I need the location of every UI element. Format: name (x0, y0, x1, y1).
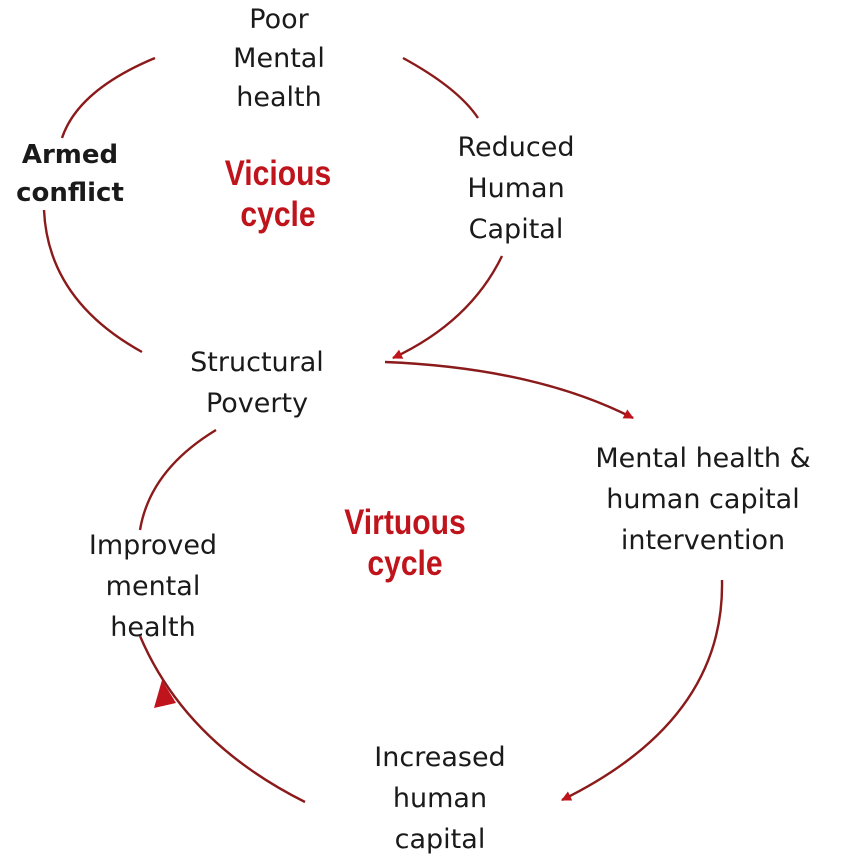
node-structural-poverty: Structural Poverty (190, 347, 324, 419)
arc-mental-health-to-human-capital (402, 56, 479, 119)
node-armed-conflict: Armed conflict (16, 140, 124, 208)
arc-conflict-to-mental-health (60, 56, 156, 139)
node-improved-mental-health: Improved mental health (88, 530, 218, 643)
arc-conflict-to-poverty (42, 209, 143, 354)
arc-mental-health-to-poverty (138, 428, 217, 531)
node-intervention: Mental health & human capital interventi… (595, 443, 811, 556)
arc-human-capital-to-poverty (392, 255, 504, 360)
node-increased-human-capital: Increased human capital (374, 742, 506, 855)
arc-human-capital-to-mental-health (138, 635, 306, 804)
vicious-cycle-label: Vicious cycle (224, 154, 332, 234)
virtuous-cycle-label: Virtuous cycle (344, 503, 466, 583)
arrowhead-up (154, 680, 176, 708)
node-poor-mental-health: Poor Mental health (233, 4, 325, 113)
arc-poverty-to-intervention (384, 360, 634, 420)
arc-intervention-to-human-capital (561, 579, 724, 802)
node-reduced-human-capital: Reduced Human Capital (457, 132, 575, 245)
